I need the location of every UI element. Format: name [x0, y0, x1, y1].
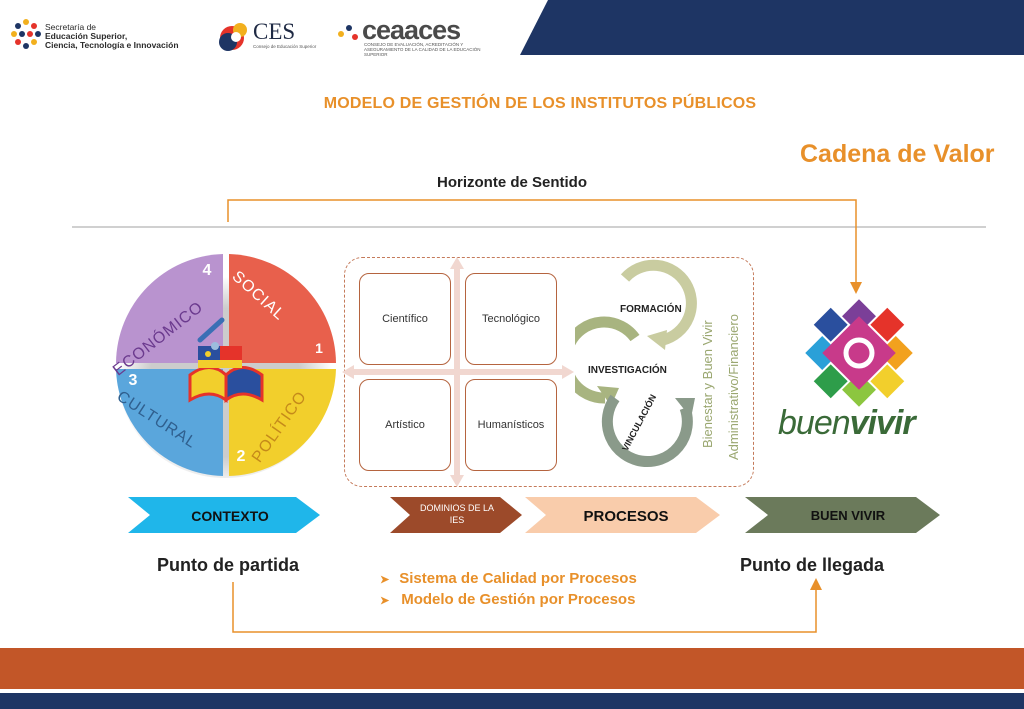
quadrant-social [229, 254, 336, 363]
ces-subtitle: Consejo de Educación Superior [253, 44, 317, 49]
bullet-arrow-icon: ➤ [380, 595, 390, 607]
book-icon [188, 346, 264, 403]
number-2: 2 [236, 448, 246, 465]
ceaaces-name: ceaaces [362, 15, 461, 45]
footer-navy-bar [0, 693, 1024, 709]
cadena-de-valor-title: Cadena de Valor [800, 140, 995, 168]
side-label-bienestar: Bienestar y Buen Vivir [700, 320, 715, 448]
band-contexto: CONTEXTO [191, 508, 269, 524]
ceaaces-subtitle: CONSEJO DE EVALUACIÓN, ACREDITACIÓN Y AS… [364, 42, 481, 57]
bullet-modelo: ➤Modelo de Gestión por Procesos [380, 591, 636, 608]
senescyt-text: Secretaría de Educación Superior, Cienci… [45, 22, 179, 50]
bullet-arrow-icon: ➤ [380, 574, 390, 586]
box-artistico: Artístico [359, 379, 451, 471]
header-navy-band [520, 0, 1024, 55]
ceaaces-logo-icon [338, 25, 358, 40]
band-procesos: PROCESOS [583, 508, 669, 525]
cycle-investigacion: INVESTIGACIÓN [588, 365, 667, 376]
box-humanisticos: Humanísticos [465, 379, 557, 471]
horizonte-label: Horizonte de Sentido [437, 174, 587, 191]
senescyt-logo-icon [11, 19, 41, 49]
divider-line [72, 226, 986, 228]
box-tecnologico: Tecnológico [465, 273, 557, 365]
page-title: MODELO DE GESTIÓN DE LOS INSTITUTOS PÚBL… [323, 95, 757, 112]
number-1: 1 [310, 339, 328, 357]
process-cycle [575, 259, 697, 468]
punto-de-partida: Punto de partida [157, 555, 300, 575]
band-contexto-shape [128, 497, 320, 533]
tools-icon [197, 317, 225, 357]
ces-name: CES [253, 19, 296, 44]
band-procesos-shape [525, 497, 720, 533]
band-buenvivir-shape [745, 497, 940, 533]
band-dominios-shape [390, 497, 522, 533]
box-cientifico: Científico [359, 273, 451, 365]
horizonte-arrow [227, 199, 862, 294]
buen-vivir-wordmark: buenvivir [778, 404, 916, 442]
number-4: 4 [202, 262, 212, 279]
band-buenvivir: BUEN VIVIR [810, 508, 886, 523]
punto-de-llegada: Punto de llegada [740, 555, 885, 575]
cross-arrows [342, 257, 574, 487]
bottom-loop-arrow [232, 578, 822, 633]
band-arrows [128, 497, 940, 533]
buen-vivir-logo-icon [805, 299, 913, 407]
band-dominios: DOMINIOS DE LA IES [419, 503, 494, 525]
bullet-sistema: ➤Sistema de Calidad por Procesos [380, 570, 637, 587]
side-label-administrativo: Administrativo/Financiero [726, 314, 741, 460]
header-decor [11, 0, 1024, 55]
quadrant-economico [116, 254, 223, 363]
context-wheel [116, 254, 336, 478]
footer-orange-bar [0, 648, 1024, 689]
cycle-formacion: FORMACIÓN [620, 304, 682, 315]
number-3: 3 [128, 372, 138, 389]
ces-logo-icon [219, 23, 247, 51]
